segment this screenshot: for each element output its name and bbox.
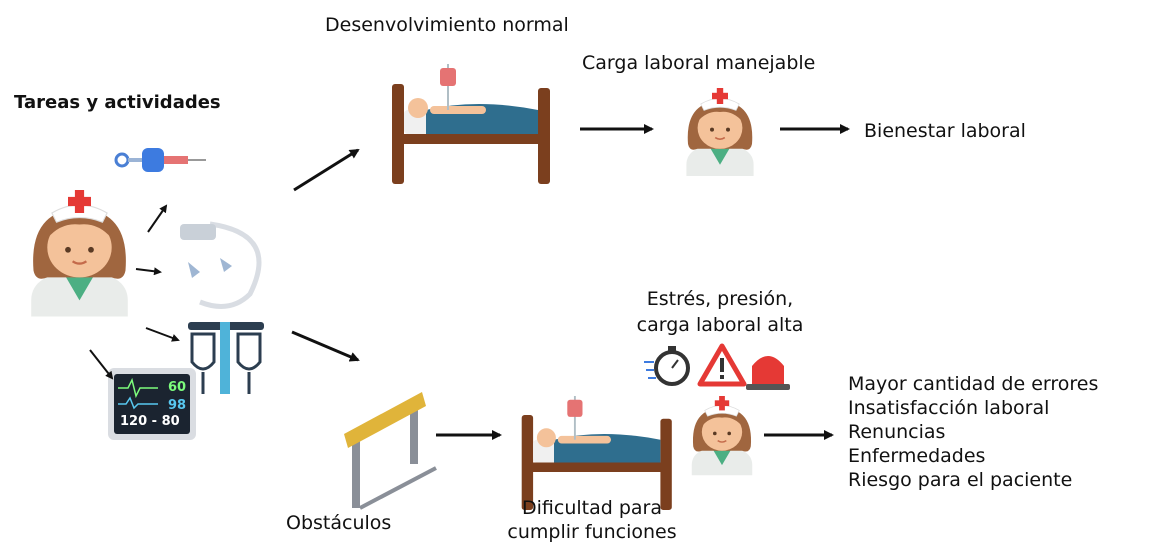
monitor-bp-value: 120 - 80: [120, 414, 180, 429]
endotracheal-tube-icon: [180, 221, 262, 309]
patient-monitor-icon: [108, 368, 196, 440]
label-manageable-load: Carga laboral manejable: [582, 52, 816, 74]
arrow: [147, 204, 168, 233]
hospital-bed-icon: [391, 63, 551, 185]
siren-icon: [746, 356, 790, 390]
label-normal-development: Desenvolvimiento normal: [325, 14, 569, 36]
label-stress-line2: carga laboral alta: [636, 314, 804, 336]
label-wellbeing: Bienestar laboral: [864, 120, 1026, 142]
arrow: [135, 267, 162, 276]
arrow: [89, 349, 114, 380]
consequence-item: Mayor cantidad de errores: [848, 373, 1099, 395]
label-tasks-activities: Tareas y actividades: [14, 92, 221, 113]
nurse-icon: [685, 87, 755, 177]
label-difficulty-line2: cumplir funciones: [507, 521, 677, 543]
arrow: [291, 330, 360, 362]
nurse-icon: [30, 188, 129, 318]
arrow: [293, 148, 360, 192]
stopwatch-icon: [644, 346, 690, 386]
consequence-item: Insatisfacción laboral: [848, 397, 1050, 419]
label-difficulty-line1: Dificultad para: [522, 497, 662, 519]
monitor-spo2-value: 98: [168, 398, 187, 413]
label-stress-line1: Estrés, presión,: [646, 288, 794, 310]
hurdle-icon: [344, 392, 437, 510]
consequence-item: Renuncias: [848, 421, 946, 443]
consequence-item: Riesgo para el paciente: [848, 469, 1073, 491]
iv-bags-icon: [188, 322, 264, 394]
nurse-icon: [691, 395, 753, 476]
label-obstacles: Obstáculos: [286, 512, 392, 534]
consequence-item: Enfermedades: [848, 445, 986, 467]
hospital-bed-icon: [520, 395, 673, 511]
arrow: [145, 327, 180, 342]
monitor-hr-value: 60: [168, 380, 187, 395]
syringe-icon: [114, 148, 206, 172]
warning-icon: [697, 343, 747, 387]
